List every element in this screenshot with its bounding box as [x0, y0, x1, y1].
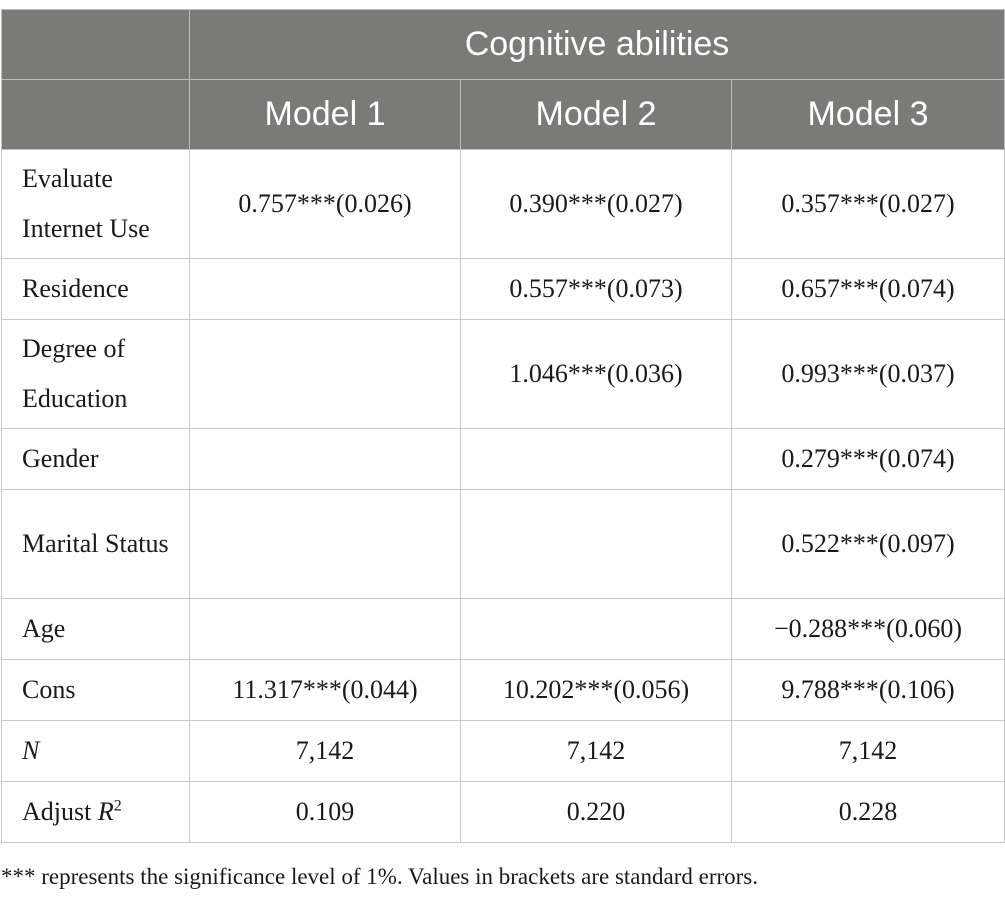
table-body: Evaluate Internet Use 0.757***(0.026) 0.…: [1, 149, 1005, 843]
table-cell: 0.390***(0.027): [460, 149, 732, 259]
table-cell: 0.757***(0.026): [189, 149, 461, 259]
table-row: N 7,142 7,142 7,142: [1, 720, 1005, 782]
group-title: Cognitive abilities: [188, 9, 1005, 80]
table-cell: 0.557***(0.073): [460, 258, 732, 320]
r-symbol: R: [97, 797, 114, 826]
table-cell: 11.317***(0.044): [189, 659, 461, 721]
row-label-residence: Residence: [1, 258, 190, 320]
table-cell: [460, 489, 732, 599]
table-row: Evaluate Internet Use 0.757***(0.026) 0.…: [1, 149, 1005, 259]
table-cell: [189, 258, 461, 320]
table-cell: [460, 428, 732, 490]
table-footnote: *** represents the significance level of…: [1, 864, 759, 889]
row-label-evaluate-internet-use: Evaluate Internet Use: [1, 149, 190, 259]
table-cell: 0.279***(0.074): [730, 428, 1005, 490]
table-cell: 0.228: [730, 781, 1005, 843]
model-2-header: Model 2: [460, 79, 732, 150]
table-cell: 1.046***(0.036): [460, 319, 732, 429]
adjust-r-text: Adjust R: [22, 797, 114, 826]
table-cell: 0.993***(0.037): [730, 319, 1005, 429]
table-cell: 0.109: [189, 781, 461, 843]
regression-table: Cognitive abilities Model 1 Model 2 Mode…: [1, 9, 1005, 843]
table-cell: [189, 598, 461, 660]
row-label-gender: Gender: [1, 428, 190, 490]
table-row: Cons 11.317***(0.044) 10.202***(0.056) 9…: [1, 659, 1005, 721]
table-row: Adjust R2 0.109 0.220 0.228: [1, 781, 1005, 843]
model-1-header: Model 1: [189, 79, 461, 150]
model-3-header: Model 3: [730, 79, 1005, 150]
header-corner-cell: [1, 9, 190, 80]
table-header: Cognitive abilities Model 1 Model 2 Mode…: [1, 9, 1005, 150]
table-cell: 0.220: [460, 781, 732, 843]
table-cell: [189, 489, 461, 599]
table-row: Age −0.288***(0.060): [1, 598, 1005, 660]
table-row: Residence 0.557***(0.073) 0.657***(0.074…: [1, 258, 1005, 320]
table-cell: [189, 319, 461, 429]
table-row: Marital Status 0.522***(0.097): [1, 489, 1005, 599]
row-label-age: Age: [1, 598, 190, 660]
row-label-adjust-r2: Adjust R2: [1, 781, 190, 843]
row-label-marital-status: Marital Status: [1, 489, 190, 599]
row-label-n: N: [1, 720, 190, 782]
table-row: Gender 0.279***(0.074): [1, 428, 1005, 490]
table-cell: 10.202***(0.056): [460, 659, 732, 721]
table-cell: −0.288***(0.060): [730, 598, 1005, 660]
table-cell: 0.522***(0.097): [730, 489, 1005, 599]
table-cell: [189, 428, 461, 490]
table-cell: 0.657***(0.074): [730, 258, 1005, 320]
header-corner-cell: [1, 79, 190, 150]
r-squared-superscript: 2: [113, 797, 122, 815]
table-cell: 7,142: [189, 720, 461, 782]
row-label-cons: Cons: [1, 659, 190, 721]
table-cell: 0.357***(0.027): [730, 149, 1005, 259]
table-cell: [460, 598, 732, 660]
table-cell: 7,142: [460, 720, 732, 782]
row-label-degree-of-education: Degree of Education: [1, 319, 190, 429]
table-cell: 7,142: [730, 720, 1005, 782]
table-row: Degree of Education 1.046***(0.036) 0.99…: [1, 319, 1005, 429]
table-cell: 9.788***(0.106): [730, 659, 1005, 721]
